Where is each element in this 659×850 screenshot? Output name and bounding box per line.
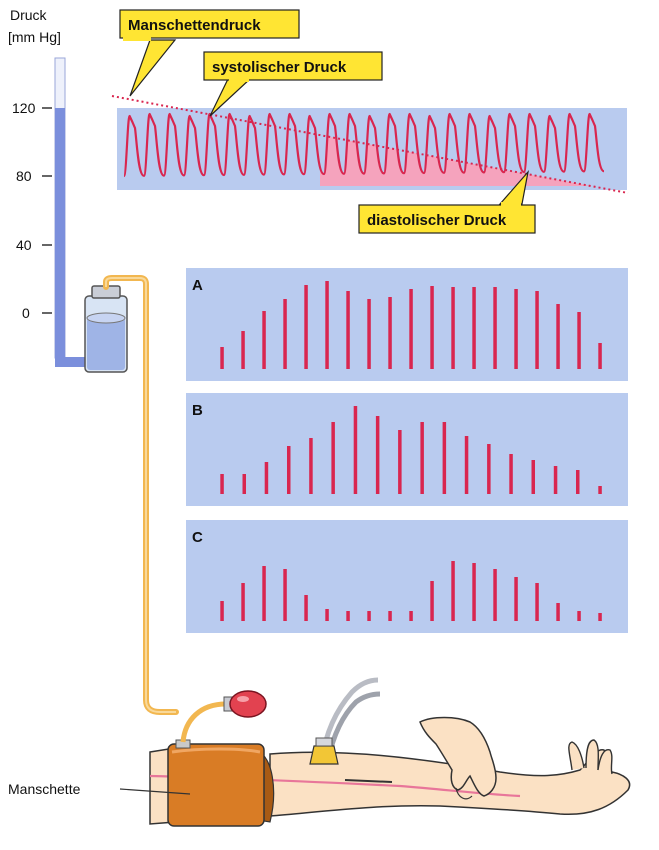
panel-a-bar (409, 289, 413, 369)
panel-a-bar (577, 312, 581, 369)
panel-b: B (186, 393, 628, 506)
panel-a-bar (388, 297, 392, 369)
panel-b-bar (442, 422, 447, 494)
examiner-hand (419, 716, 497, 800)
panel-b-bar (420, 422, 424, 494)
panel-c-bar (493, 569, 497, 621)
panel-c-bar (346, 611, 350, 621)
panel-b-bar (220, 474, 224, 494)
panel-c-bar (220, 601, 224, 621)
panel-c-bar (304, 595, 308, 621)
panel-b-letter: B (192, 402, 203, 419)
stethoscope (309, 677, 381, 765)
panel-a-bar (367, 299, 371, 369)
panel-b-bar (375, 416, 380, 494)
callout-cuff-pressure: Manschettendruck (119, 9, 300, 97)
panel-b-bar (287, 446, 291, 494)
panel-c-bar (241, 583, 245, 621)
gauge-unit: [mm Hg] (8, 29, 61, 45)
tick-80: 80 (16, 168, 32, 184)
panel-b-bar (487, 444, 491, 494)
panel-c-bar (388, 611, 392, 621)
panel-b-bar (531, 460, 535, 494)
panel-b-bar (598, 486, 602, 494)
tick-40: 40 (16, 237, 32, 253)
panel-b-bar (576, 470, 580, 494)
cuff-label-leader (119, 788, 191, 795)
panel-c-bar (262, 566, 266, 621)
panel-a-bar (535, 291, 539, 369)
panel-a-bar (262, 311, 266, 369)
panel-a-bars (220, 281, 602, 369)
mercury-reservoir (84, 285, 128, 373)
callout-cuff-pressure-text: Manschettendruck (128, 17, 261, 34)
panel-b-bar (398, 430, 402, 494)
panel-a-bar (556, 304, 560, 369)
panel-b-bar (331, 422, 335, 494)
callout-systolic: systolischer Druck (203, 51, 383, 117)
panel-a-letter: A (192, 277, 203, 294)
panel-a-bar (346, 291, 350, 369)
panel-c-bar (430, 581, 434, 621)
panel-c: C (186, 520, 628, 633)
panel-b-bar (509, 454, 513, 494)
panel-a-bar (241, 331, 245, 369)
inflation-bulb (180, 690, 267, 743)
tick-0: 0 (22, 305, 30, 321)
panel-a-bar (451, 287, 455, 369)
panel-a: A (186, 268, 628, 381)
tick-120: 120 (12, 100, 36, 116)
panel-c-bars (220, 561, 602, 621)
panel-a-bar (325, 281, 329, 369)
panel-b-bar (309, 438, 313, 494)
panel-c-bar (409, 611, 413, 621)
pressure-oscillation-wave (122, 112, 605, 178)
panel-c-bar (598, 613, 602, 621)
panel-a-bar (514, 289, 518, 369)
panel-b-bar (464, 436, 469, 494)
panel-b-bar (264, 462, 269, 494)
panel-a-bar (598, 343, 602, 369)
cuff-label: Manschette (8, 781, 81, 797)
panel-b-bars (220, 406, 602, 494)
panel-b-bar (353, 406, 358, 494)
panel-a-bar (493, 287, 497, 369)
oscillation-area-fill (320, 135, 604, 186)
panel-a-bar (283, 299, 287, 369)
panel-c-bar (514, 577, 518, 621)
panel-b-bar (242, 474, 246, 494)
callout-systolic-text: systolischer Druck (212, 59, 347, 76)
panel-c-bar (472, 563, 476, 621)
gauge-ticks: 120 80 40 0 (12, 100, 52, 321)
panel-c-bar (283, 569, 287, 621)
cuff (167, 739, 275, 827)
panel-c-letter: C (192, 529, 203, 546)
callout-diastolic: diastolischer Druck (358, 169, 536, 234)
callout-diastolic-text: diastolischer Druck (367, 212, 507, 229)
panel-c-bar (577, 611, 581, 621)
panel-a-bar (304, 285, 308, 369)
panel-a-bar (220, 347, 224, 369)
panel-c-bar (451, 561, 455, 621)
panel-c-bar (556, 603, 560, 621)
panel-b-bar (553, 466, 558, 494)
gauge-title: Druck (10, 7, 48, 23)
panel-c-bar (367, 611, 371, 621)
panel-a-bar (472, 287, 476, 369)
panel-c-bar (535, 583, 539, 621)
panel-c-bar (325, 609, 329, 621)
panel-a-bar (430, 286, 434, 369)
manometer-column (54, 57, 95, 367)
